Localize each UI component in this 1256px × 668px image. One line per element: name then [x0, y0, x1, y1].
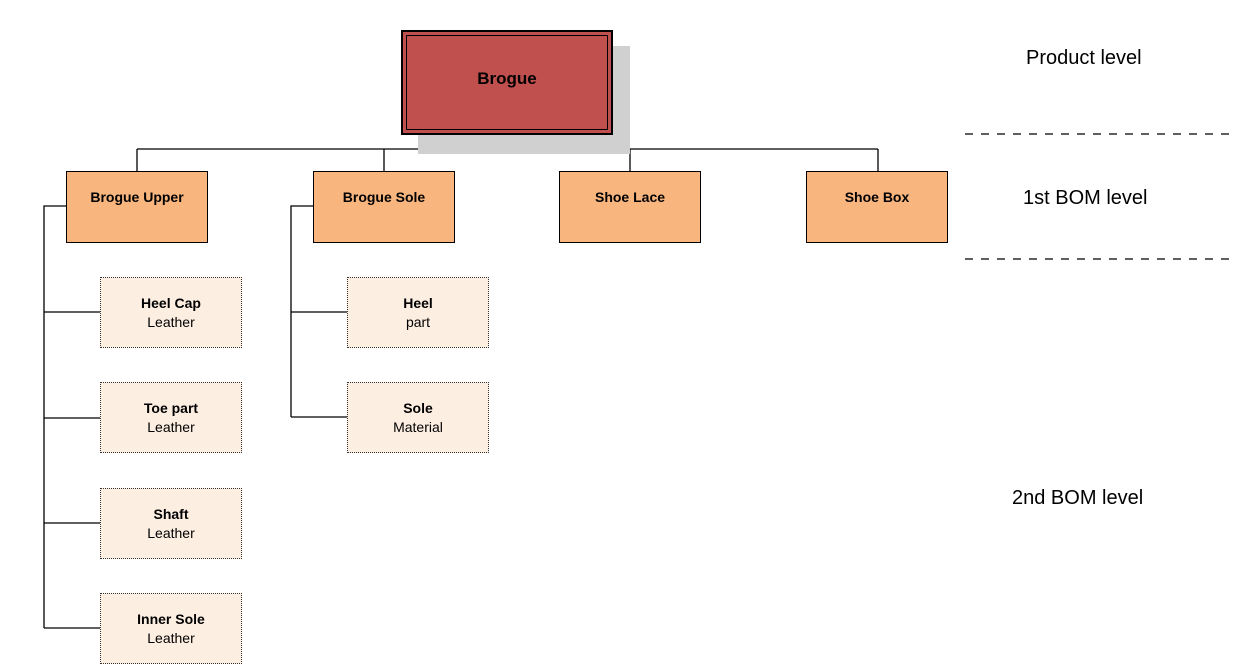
node-title: Inner Sole	[137, 610, 205, 627]
bom2-node-heel-cap: Heel Cap Leather	[100, 277, 242, 348]
bom1-node-shoe-lace: Shoe Lace	[559, 171, 701, 243]
node-title: Toe part	[143, 399, 199, 416]
bom2-node-inner-sole: Inner Sole Leather	[100, 593, 242, 664]
node-material: Leather	[147, 313, 195, 330]
product-node-brogue: Brogue	[401, 30, 613, 135]
node-title: Shoe Box	[844, 189, 910, 205]
node-material: Leather	[147, 524, 195, 541]
node-title: Brogue Upper	[90, 189, 184, 205]
node-title: Heel Cap	[141, 294, 201, 311]
bom1-node-brogue-sole: Brogue Sole	[313, 171, 455, 243]
upper-branch-connector	[43, 205, 101, 629]
node-material: Material	[393, 418, 443, 435]
level-label-bom2: 2nd BOM level	[1012, 487, 1144, 509]
level-label-bom1: 1st BOM level	[1023, 187, 1148, 209]
node-title: Shoe Lace	[594, 189, 666, 205]
bom2-node-sole: Sole Material	[347, 382, 489, 453]
node-material: Leather	[147, 418, 195, 435]
bom1-node-brogue-upper: Brogue Upper	[66, 171, 208, 243]
sole-branch-connector	[290, 205, 348, 418]
bom2-node-toe-part: Toe part Leather	[100, 382, 242, 453]
node-title: Brogue Sole	[342, 189, 426, 205]
node-title: Brogue	[477, 68, 537, 88]
bom2-node-shaft: Shaft Leather	[100, 488, 242, 559]
node-title: Sole	[403, 399, 433, 416]
node-title: Shaft	[153, 505, 189, 522]
node-title: Heel	[403, 294, 433, 311]
node-material: part	[405, 313, 431, 330]
level-label-product: Product level	[1026, 47, 1142, 69]
node-material: Leather	[147, 629, 195, 646]
bom1-node-shoe-box: Shoe Box	[806, 171, 948, 243]
bom2-node-heel: Heel part	[347, 277, 489, 348]
